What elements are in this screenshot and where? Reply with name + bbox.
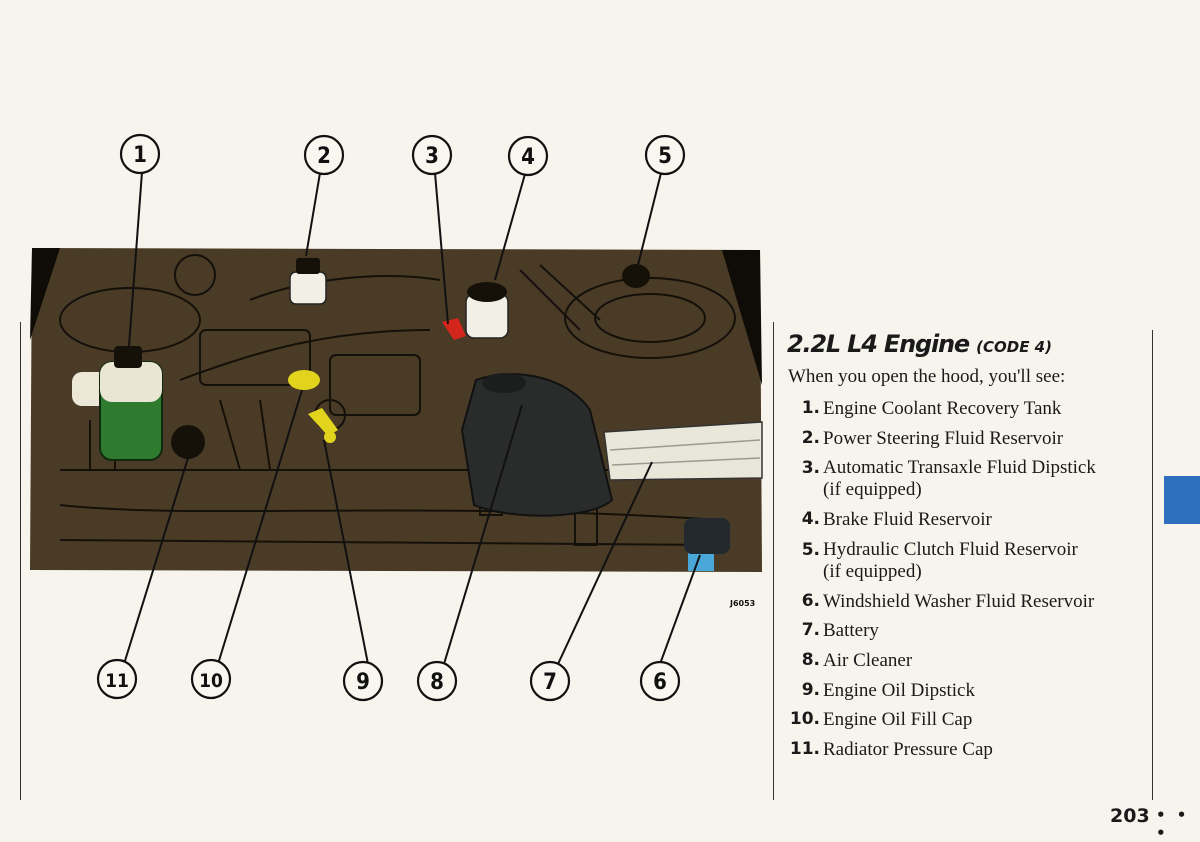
- item-label: Automatic Transaxle Fluid Dipstick: [823, 457, 1096, 478]
- figure-code: J6053: [729, 599, 755, 608]
- item-label: Hydraulic Clutch Fluid Reservoir: [823, 539, 1078, 560]
- list-item: 6. Windshield Washer Fluid Reservoir: [787, 587, 1096, 617]
- callout-9: 9: [356, 670, 370, 695]
- callout-5: 5: [658, 144, 672, 169]
- engine-title-text: 2.2L L4 Engine: [787, 330, 969, 358]
- item-label: Battery: [823, 620, 879, 641]
- list-item: 8. Air Cleaner: [787, 646, 1096, 676]
- item-label: Windshield Washer Fluid Reservoir: [823, 591, 1094, 612]
- engine-code: (CODE 4): [976, 338, 1052, 356]
- page-number: 203: [1110, 805, 1150, 827]
- list-item: 2. Power Steering Fluid Reservoir: [787, 424, 1096, 454]
- list-item: 10. Engine Oil Fill Cap: [787, 705, 1096, 735]
- item-number: 11.: [790, 735, 820, 765]
- intro-text: When you open the hood, you'll see:: [788, 366, 1065, 388]
- callout-2: 2: [317, 144, 331, 169]
- callout-8: 8: [430, 670, 444, 695]
- item-number: 2.: [802, 424, 820, 454]
- list-item: 3. Automatic Transaxle Fluid Dipstick (i…: [787, 453, 1096, 505]
- callout-1: 1: [133, 143, 147, 168]
- callout-11: 11: [105, 670, 129, 692]
- item-note: (if equipped): [823, 561, 1096, 583]
- oil-fill-cap: [288, 370, 320, 390]
- section-tab: [1164, 476, 1200, 524]
- item-number: 7.: [802, 616, 820, 646]
- brake-fluid-reservoir: [466, 282, 508, 338]
- list-item: 11. Radiator Pressure Cap: [787, 735, 1096, 765]
- item-number: 8.: [802, 646, 820, 676]
- callout-4: 4: [521, 145, 535, 170]
- item-number: 3.: [802, 457, 820, 479]
- leader-2: [306, 173, 320, 256]
- item-number: 10.: [790, 705, 820, 735]
- clutch-fluid-reservoir: [622, 264, 650, 288]
- radiator-pressure-cap: [171, 425, 205, 459]
- list-item: 5. Hydraulic Clutch Fluid Reservoir (if …: [787, 535, 1096, 587]
- item-number: 9.: [802, 676, 820, 706]
- list-item: 9. Engine Oil Dipstick: [787, 676, 1096, 706]
- item-number: 5.: [802, 539, 820, 561]
- item-label: Radiator Pressure Cap: [823, 739, 993, 760]
- item-number: 1.: [802, 394, 820, 424]
- continuation-dots: • • •: [1156, 806, 1200, 842]
- item-label: Engine Oil Fill Cap: [823, 709, 972, 730]
- battery: [604, 422, 762, 480]
- item-note: (if equipped): [823, 479, 1096, 501]
- list-item: 4. Brake Fluid Reservoir: [787, 505, 1096, 535]
- item-label: Power Steering Fluid Reservoir: [823, 428, 1063, 449]
- parts-list: 1. Engine Coolant Recovery Tank 2. Power…: [787, 394, 1096, 764]
- callout-7: 7: [543, 670, 557, 695]
- item-number: 4.: [802, 505, 820, 535]
- item-label: Brake Fluid Reservoir: [823, 509, 992, 530]
- right-rule: [1152, 330, 1153, 800]
- callout-6: 6: [653, 670, 667, 695]
- engine-compartment-diagram: 1 2 3 4 5 6 7 8 9 10 11 J6053: [0, 0, 775, 720]
- item-label: Engine Oil Dipstick: [823, 680, 975, 701]
- list-item: 7. Battery: [787, 616, 1096, 646]
- callout-10: 10: [199, 670, 223, 692]
- item-label: Air Cleaner: [823, 650, 912, 671]
- callout-3: 3: [425, 144, 439, 169]
- engine-title: 2.2L L4 Engine (CODE 4): [787, 330, 1052, 358]
- item-label: Engine Coolant Recovery Tank: [823, 398, 1061, 419]
- item-number: 6.: [802, 587, 820, 617]
- list-item: 1. Engine Coolant Recovery Tank: [787, 394, 1096, 424]
